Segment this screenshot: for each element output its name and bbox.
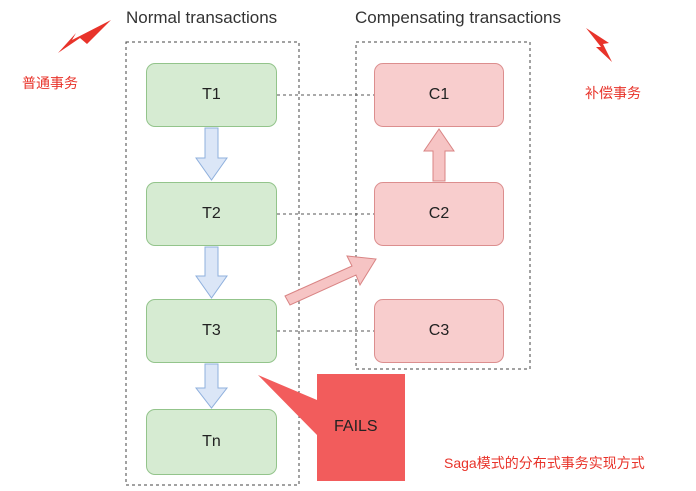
flow-arrow-down-2 <box>195 246 228 299</box>
compensation-c3: C3 <box>374 299 504 363</box>
transaction-t1: T1 <box>146 63 277 127</box>
compensate-arrow-up <box>423 128 455 182</box>
transaction-tn: Tn <box>146 409 277 475</box>
fails-callout <box>258 374 405 481</box>
compensation-c1: C1 <box>374 63 504 127</box>
normal-transactions-heading: Normal transactions <box>126 8 278 27</box>
compensating-transactions-annotation: 补偿事务 <box>585 85 641 101</box>
transaction-t2: T2 <box>146 182 277 246</box>
transaction-t3: T3 <box>146 299 277 363</box>
compensating-transactions-heading: Compensating transactions <box>355 8 562 27</box>
flow-arrow-down-3 <box>194 363 229 409</box>
red-arrow-left <box>58 20 111 53</box>
compensating-group-border <box>355 41 531 370</box>
compensate-arrow-diagonal <box>284 255 377 306</box>
normal-group-border <box>125 41 300 486</box>
flow-arrow-down-1 <box>195 127 228 181</box>
normal-transactions-annotation: 普通事务 <box>22 75 78 91</box>
compensation-c2: C2 <box>374 182 504 246</box>
red-arrow-right <box>586 28 612 62</box>
fails-label: FAILS <box>334 418 378 435</box>
saga-caption: Saga模式的分布式事务实现方式 <box>444 455 645 471</box>
